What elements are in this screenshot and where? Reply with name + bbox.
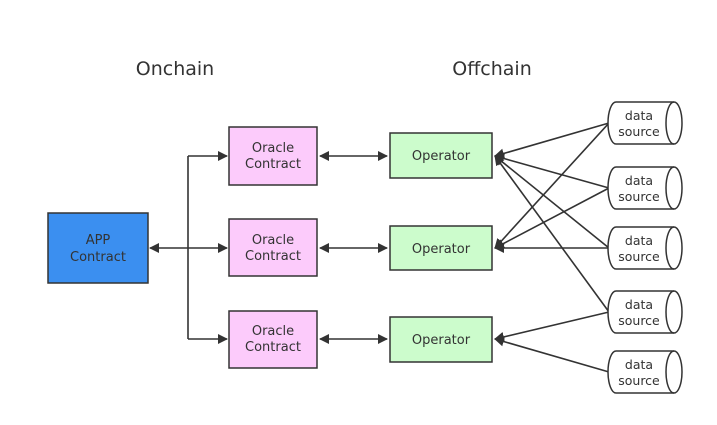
data-source-node-5: data source [607, 350, 683, 394]
operator-node-2: Operator [389, 225, 493, 271]
operator-node-3: Operator [389, 316, 493, 363]
edge-ds1-op2 [494, 122, 610, 249]
data-source-node-4: data source [607, 290, 683, 334]
edge-ds4-op3 [494, 311, 610, 342]
oracle-contract-box [228, 126, 318, 186]
data-source-label-line1: data [625, 233, 653, 248]
edge-ds2-op1 [494, 153, 610, 189]
data-source-label-line2: source [618, 313, 660, 328]
onchain-title: Onchain [136, 58, 214, 80]
oracle-contract-label-line2: Contract [245, 157, 301, 172]
oracle-contract-node-2: Oracle Contract [228, 218, 318, 277]
oracle-contract-node-3: Oracle Contract [228, 310, 318, 369]
oracle-contract-label-line1: Oracle [252, 233, 294, 248]
data-source-label-line1: data [625, 297, 653, 312]
edge-ds4-op1 [494, 155, 610, 313]
data-source-label-line2: source [618, 373, 660, 388]
data-source-cylinder-rim [665, 350, 675, 394]
operator-box [389, 132, 493, 179]
operator-label: Operator [412, 149, 471, 164]
data-source-cylinder-rim [665, 226, 675, 270]
data-source-label-line1: data [625, 173, 653, 188]
oracle-contract-box [228, 310, 318, 369]
data-source-label-line2: source [618, 189, 660, 204]
data-source-node-2: data source [607, 166, 683, 210]
oracle-contract-label-line1: Oracle [252, 141, 294, 156]
data-source-label-line2: source [618, 249, 660, 264]
oracle-contract-label-line2: Contract [245, 249, 301, 264]
app-contract-label-line2: Contract [70, 250, 126, 265]
oracle-to-operator-edges [319, 151, 388, 344]
edge-ds1-op1 [494, 122, 610, 159]
data-source-cylinder-rim [665, 101, 675, 145]
app-contract-box [47, 212, 149, 284]
offchain-title: Offchain [452, 58, 532, 80]
data-source-label-line1: data [625, 108, 653, 123]
app-to-oracle-edges [149, 151, 228, 344]
data-source-node-1: data source [607, 101, 683, 145]
operator-node-1: Operator [389, 132, 493, 179]
edge-ds5-op3 [494, 336, 610, 373]
edge-ds3-op1 [494, 155, 610, 249]
oracle-contract-label-line1: Oracle [252, 324, 294, 339]
app-contract-label-line1: APP [86, 233, 111, 248]
operator-label: Operator [412, 333, 471, 348]
datasource-to-operator-edges [494, 122, 610, 373]
data-source-label-line2: source [618, 124, 660, 139]
oracle-contract-label-line2: Contract [245, 340, 301, 355]
edge-ds2-op2 [494, 187, 610, 249]
operator-box [389, 316, 493, 363]
data-source-label-line1: data [625, 357, 653, 372]
data-source-node-3: data source [607, 226, 683, 270]
app-contract-node: APP Contract [47, 212, 149, 284]
operator-box [389, 225, 493, 271]
oracle-contract-node-1: Oracle Contract [228, 126, 318, 186]
data-source-cylinder-rim [665, 166, 675, 210]
operator-label: Operator [412, 242, 471, 257]
data-source-cylinder-rim [665, 290, 675, 334]
oracle-contract-box [228, 218, 318, 277]
